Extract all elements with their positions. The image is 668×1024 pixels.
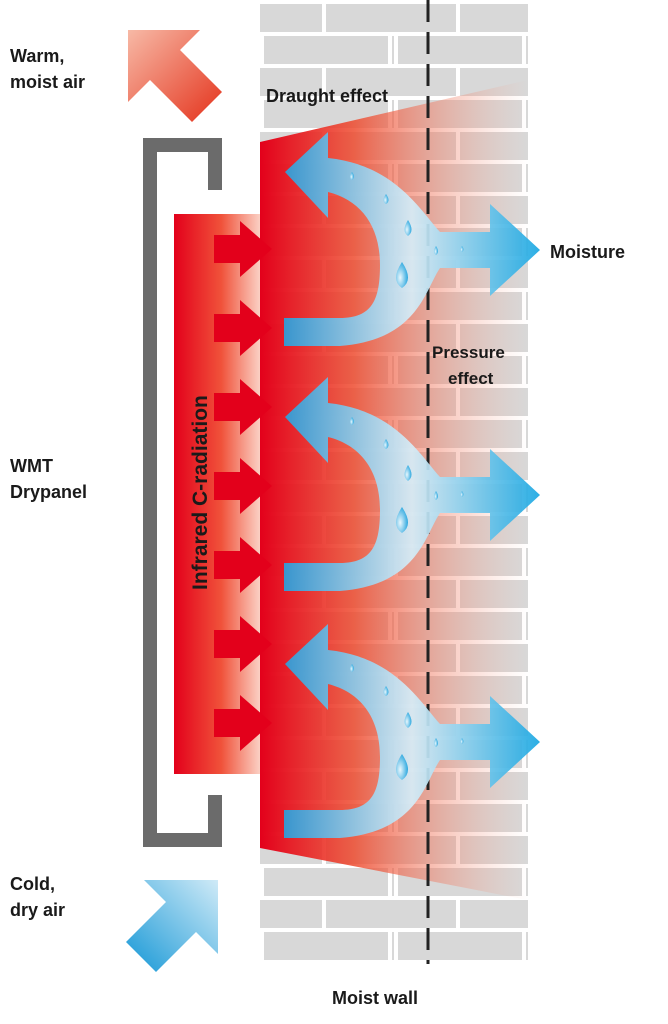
moisture-flow-3 [284,624,540,838]
radiation-arrows [214,221,272,751]
moisture-flow-1 [284,132,540,346]
moisture-flow-2 [284,377,540,591]
pressure-effect-label: Pressure effect [432,343,510,388]
draught-effect-label: Draught effect [266,86,388,106]
cold-air-arrow-icon [126,880,218,972]
drypanel-label: WMT Drypanel [10,456,87,502]
water-drop-icons [350,172,464,780]
drypanel-frame [143,138,222,847]
cold-air-label: Cold, dry air [10,874,65,920]
infrared-label: Infrared C-radiation [189,395,212,590]
moisture-label: Moisture [550,242,625,262]
warm-air-label: Warm, moist air [10,46,85,92]
moist-wall-label: Moist wall [332,988,418,1008]
warm-air-arrow-icon [128,30,222,122]
